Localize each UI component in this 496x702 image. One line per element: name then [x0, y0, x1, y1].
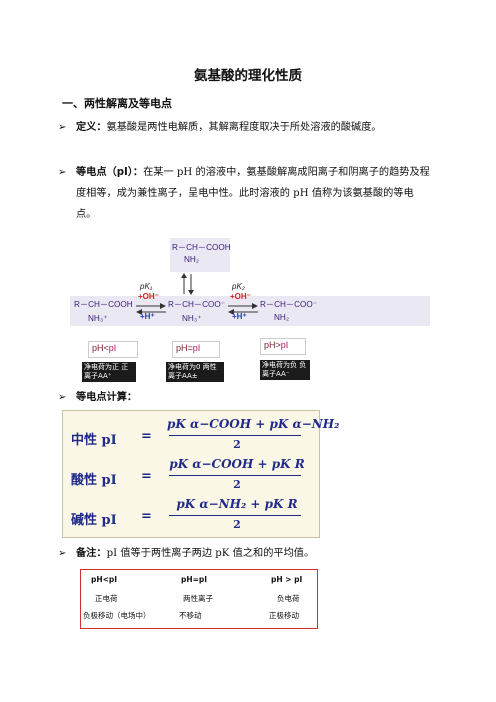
- isoelectric-head: 等电点（pI）：: [76, 167, 144, 178]
- fraction-bar: [169, 435, 301, 436]
- isoelectric-paragraph: ➢ 等电点（pI）：在某一 pH 的溶液中，氨基酸解离成阳离子和阴离子的趋势及程…: [58, 162, 430, 225]
- cation-structure-line1: R－CH－COOH: [74, 300, 133, 309]
- formula-numerator: pK α−COOH + pK R: [169, 457, 305, 471]
- zwitterion-structure-line1: R－CH－COO⁻: [168, 300, 226, 309]
- formula-equals: =: [141, 429, 152, 444]
- note-paragraph: ➢ 备注：pI 值等于两性离子两边 pK 值之和的平均值。: [58, 543, 430, 564]
- formula-label: 中性: [71, 433, 98, 448]
- cell-positive: 正电荷: [95, 594, 118, 603]
- isoelectric-text: 在某一 pH 的溶液中，氨基酸解离成阳离子和阴离子的趋势及程度相等，成为兼性离子…: [76, 167, 430, 220]
- note-head: 备注：: [76, 548, 107, 559]
- cell-no-move: 不移动: [179, 611, 202, 620]
- formula-pi: pI: [101, 513, 117, 528]
- cell-ph-greater: pH > pI: [271, 575, 303, 584]
- h-label-2: +H⁺: [232, 312, 247, 321]
- formula-box: 中性 pI = pK α−COOH + pK α−NH₂ 2 酸性 pI = p…: [62, 410, 340, 538]
- fraction-bar: [169, 515, 301, 516]
- formula-label: 酸性: [71, 473, 98, 488]
- pk1-label: pK₁: [140, 282, 153, 291]
- formula-neutral: 中性 pI = pK α−COOH + pK α−NH₂ 2: [71, 417, 340, 455]
- cell-ph-less: pH<pI: [91, 575, 118, 584]
- formula-denominator: 2: [233, 518, 241, 531]
- formula-pi: pI: [101, 433, 117, 448]
- cell-zwitterion: 两性离子: [183, 594, 213, 603]
- cell-negative: 负电荷: [277, 594, 300, 603]
- comparison-box: pH<pI pH=pI pH > pI 正电荷 两性离子 负电荷 负极移动（电场…: [80, 569, 318, 629]
- formula-equals: =: [141, 509, 152, 524]
- arrow-bullet-icon: ➢: [58, 122, 67, 133]
- ionization-diagram: R－CH－COOH NH₂ R－CH－COOH NH₃⁺ R－CH－COO⁻ N…: [60, 238, 440, 388]
- ph-greater-label: pH>pI: [260, 338, 306, 355]
- pk2-label: pK₂: [232, 282, 245, 291]
- page-title: 氨基酸的理化性质: [194, 68, 302, 84]
- top-structure-line2: NH₂: [184, 255, 200, 264]
- ph-equal-label: pH=pI: [172, 341, 220, 358]
- formula-acidic: 酸性 pI = pK α−COOH + pK R 2: [71, 457, 311, 495]
- formula-denominator: 2: [233, 438, 241, 451]
- ph-greater-text: pH>: [264, 340, 281, 350]
- anion-structure-line2: NH₂: [274, 313, 290, 322]
- ph-equal-text: pH=: [176, 343, 193, 353]
- definition-paragraph: ➢ 定义：氨基酸是两性电解质，其解离程度取决于所处溶液的酸碱度。: [58, 117, 430, 138]
- formula-basic: 碱性 pI = pK α−NH₂ + pK R 2: [71, 497, 311, 535]
- formula-pi: pI: [101, 473, 117, 488]
- top-structure-band: [170, 238, 230, 272]
- ph-less-text: pH<: [92, 343, 109, 353]
- pi-text: pI: [280, 340, 289, 350]
- formula-label: 碱性: [71, 513, 98, 528]
- equilibrium-arrows-2-icon: [228, 303, 258, 315]
- oh-label-2: +OH⁻: [230, 292, 251, 301]
- pi-text: pI: [108, 343, 117, 353]
- note-text: pI 值等于两性离子两边 pK 值之和的平均值。: [106, 548, 315, 559]
- formula-equals: =: [141, 469, 152, 484]
- pi-text: pI: [192, 343, 201, 353]
- calc-paragraph: ➢ 等电点计算：: [58, 387, 430, 408]
- vertical-equilibrium-arrows-icon: [181, 273, 194, 295]
- structure-band: [70, 296, 430, 326]
- equilibrium-arrows-1-icon: [136, 303, 166, 315]
- zwitterion-structure-line2: NH₃⁺: [182, 314, 202, 323]
- definition-head: 定义：: [76, 122, 107, 133]
- cell-anode: 正极移动: [269, 611, 299, 620]
- zwitterion-note: 净电荷为0 两性离子AA±: [166, 362, 224, 382]
- formula-numerator: pK α−COOH + pK α−NH₂: [167, 417, 340, 431]
- formula-numerator: pK α−NH₂ + pK R: [176, 497, 298, 511]
- fraction-bar: [169, 475, 301, 476]
- h-label-1: +H⁺: [140, 312, 155, 321]
- arrow-bullet-icon: ➢: [58, 548, 67, 559]
- cation-note: 净电荷为正 正离子AA⁺: [82, 362, 136, 382]
- definition-text: 氨基酸是两性电解质，其解离程度取决于所处溶液的酸碱度。: [106, 122, 382, 133]
- arrow-bullet-icon: ➢: [58, 392, 67, 403]
- anion-note: 净电荷为负 负离子AA⁻: [260, 360, 310, 380]
- cation-structure-line2: NH₃⁺: [88, 314, 108, 323]
- top-structure-line1: R－CH－COOH: [172, 243, 231, 252]
- cell-cathode: 负极移动（电场中）: [83, 611, 151, 620]
- formula-denominator: 2: [233, 478, 241, 491]
- oh-label-1: +OH⁻: [138, 292, 159, 301]
- ph-less-label: pH<pI: [88, 341, 138, 358]
- section-heading: 一、两性解离及等电点: [62, 97, 172, 110]
- anion-structure-line1: R－CH－COO⁻: [260, 300, 318, 309]
- calc-head: 等电点计算：: [76, 392, 138, 403]
- cell-ph-equal: pH=pI: [181, 575, 208, 584]
- arrow-bullet-icon: ➢: [58, 167, 67, 178]
